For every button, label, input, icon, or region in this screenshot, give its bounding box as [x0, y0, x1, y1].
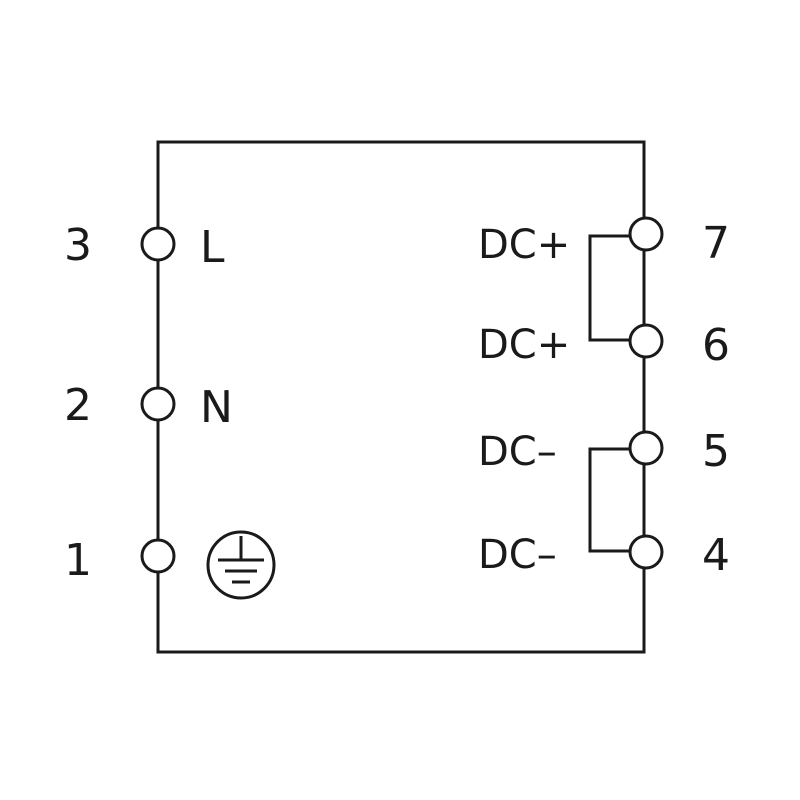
terminal-7-label: DC+	[478, 222, 570, 268]
terminal-5: DC– 5	[478, 426, 730, 477]
dc-minus-bridge	[588, 447, 648, 553]
terminal-4-label: DC–	[478, 532, 557, 578]
terminal-4-number: 4	[702, 530, 730, 581]
terminal-3-number: 3	[64, 220, 92, 271]
terminal-7: DC+ 7	[478, 216, 730, 269]
terminal-2: 2 N	[64, 380, 233, 433]
terminal-7-circle	[628, 216, 664, 252]
terminal-3-label: L	[200, 222, 225, 273]
protective-earth-icon	[206, 530, 276, 600]
terminal-5-circle	[628, 430, 664, 466]
terminal-6-label: DC+	[478, 322, 570, 368]
terminal-5-number: 5	[702, 426, 730, 477]
terminal-1: 1	[64, 530, 276, 600]
terminal-2-number: 2	[64, 380, 92, 431]
terminal-4-circle	[628, 534, 664, 570]
terminal-1-circle	[140, 538, 176, 574]
terminal-6-number: 6	[702, 320, 730, 371]
terminal-2-circle	[140, 386, 176, 422]
terminal-2-label: N	[200, 382, 233, 433]
terminal-3-circle	[140, 226, 176, 262]
terminal-7-number: 7	[702, 218, 730, 269]
terminal-4: DC– 4	[478, 530, 730, 581]
terminal-3: 3 L	[64, 220, 225, 273]
terminal-6-circle	[628, 323, 664, 359]
terminal-6: DC+ 6	[478, 320, 730, 371]
dc-plus-bridge	[588, 234, 648, 342]
terminal-1-number: 1	[64, 535, 92, 586]
terminal-5-label: DC–	[478, 429, 557, 475]
